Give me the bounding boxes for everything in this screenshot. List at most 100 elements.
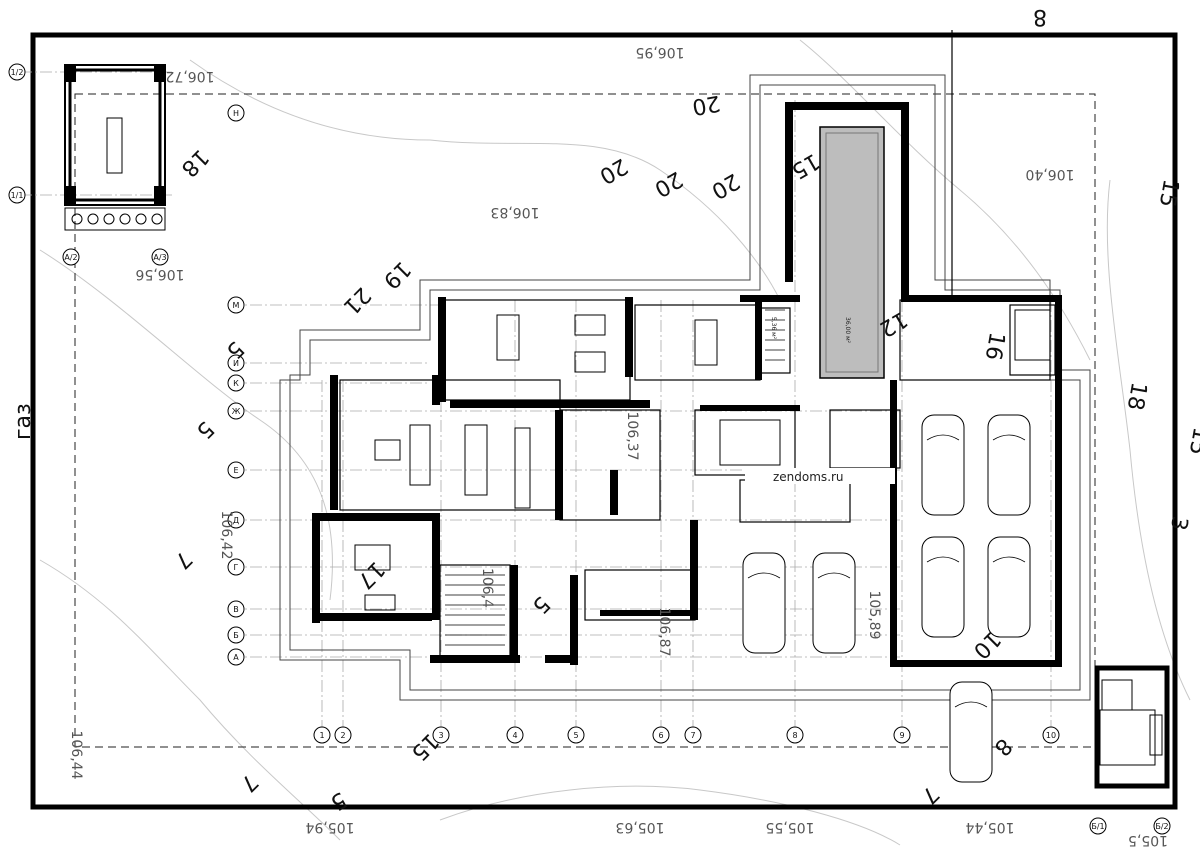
elevation-label: 106,40: [1026, 166, 1075, 182]
watermark: zendoms.ru: [773, 470, 844, 484]
svg-text:А/3: А/3: [153, 253, 166, 262]
house-offset-outline: [279, 74, 1091, 701]
elevation-label: 106,44: [68, 731, 84, 780]
axis-marker-col: 5: [567, 726, 585, 744]
room-area-label: 5,36 м²: [770, 317, 777, 340]
axis-marker-row: Б: [227, 626, 245, 644]
svg-text:Е: Е: [233, 466, 238, 475]
svg-text:И: И: [233, 359, 239, 368]
elevation-label: 106,83: [491, 204, 540, 220]
svg-text:4: 4: [512, 731, 517, 740]
svg-text:Б: Б: [233, 631, 239, 640]
elevation-label: 105,55: [766, 819, 815, 835]
svg-text:9: 9: [899, 731, 904, 740]
svg-text:А: А: [233, 653, 239, 662]
elevation-label: 106,37: [624, 412, 640, 461]
svg-text:Б/2: Б/2: [1155, 822, 1168, 831]
elevation-label: 106,56: [135, 266, 184, 282]
axis-marker-row: 1/2: [8, 63, 26, 81]
dimension-number: 20: [595, 153, 632, 189]
dimension-number: 3: [1165, 514, 1192, 532]
elevation-label: 105,5: [1128, 832, 1168, 848]
dimension-number: 20: [650, 166, 687, 202]
guest-house: [1094, 665, 1170, 789]
axis-marker-col: 3: [432, 726, 450, 744]
gazebo: [64, 64, 166, 231]
axis-marker-row: Д: [227, 511, 245, 529]
dimension-number: 16: [980, 330, 1009, 362]
svg-text:Г: Г: [234, 563, 239, 572]
elevation-label: 106,42: [218, 511, 234, 560]
dimension-number: 5: [326, 786, 351, 815]
axis-marker-col: 7: [684, 726, 702, 744]
dimension-number: 5: [221, 336, 249, 364]
axis-marker-col: Б/2: [1153, 817, 1171, 835]
dimension-number: 18: [1122, 380, 1151, 412]
svg-text:1: 1: [319, 731, 324, 740]
axis-marker-col: 2: [334, 726, 352, 744]
axis-marker-row: А/2: [62, 248, 80, 266]
contour-lines: [39, 39, 1191, 846]
elevation-label: 105,63: [616, 819, 665, 835]
axis-marker-row: А/3: [151, 248, 169, 266]
dimension-number: 15: [1154, 177, 1183, 209]
svg-text:2: 2: [340, 731, 345, 740]
dimension-number: 8: [989, 733, 1017, 761]
axis-marker-col: Б/1: [1089, 817, 1107, 835]
car-windshields: [747, 434, 1026, 708]
svg-text:Д: Д: [233, 516, 239, 525]
svg-text:В: В: [233, 605, 239, 614]
dimension-number: 7: [235, 769, 263, 797]
plot-boundary: [30, 32, 1178, 810]
axis-marker-row: А: [227, 648, 245, 666]
dimension-number: 7: [169, 546, 197, 574]
axis-marker-row: И: [227, 354, 245, 372]
svg-text:К: К: [233, 379, 239, 388]
pool-area-label: 36,00 м²: [844, 317, 851, 344]
svg-text:7: 7: [690, 731, 695, 740]
dimension-number: 20: [690, 90, 722, 119]
dimension-number: 7: [916, 781, 944, 809]
axis-marker-col: 8: [786, 726, 804, 744]
axis-marker-col: 1: [313, 726, 331, 744]
svg-text:А/2: А/2: [64, 253, 77, 262]
elevation-label: 106,4: [479, 568, 495, 608]
svg-text:Б/1: Б/1: [1091, 822, 1104, 831]
gas-label: газ: [11, 403, 36, 440]
elevation-label: 106,95: [636, 44, 685, 60]
dimension-number: 15: [1184, 425, 1200, 457]
dimension-number: 21: [338, 282, 375, 319]
dimension-number: 5: [191, 416, 219, 444]
gazebo-bench: [71, 213, 163, 225]
elevation-labels: 106,95106,72106,83106,40106,56106,42106,…: [68, 44, 1168, 848]
elevation-label: 105,94: [305, 819, 354, 835]
dimension-number: 20: [707, 168, 744, 204]
pool: 36,00 м²: [819, 126, 885, 379]
axis-marker-row: Н: [227, 104, 245, 122]
axis-marker-col: 10: [1042, 726, 1060, 744]
axis-marker-col: 4: [506, 726, 524, 744]
svg-text:6: 6: [658, 731, 663, 740]
furniture: [354, 309, 1163, 766]
svg-text:1/2: 1/2: [11, 68, 24, 77]
axis-marker-row: В: [227, 600, 245, 618]
elevation-label: 106,87: [656, 608, 672, 657]
axis-marker-row: 1/1: [8, 186, 26, 204]
axis-marker-col: 6: [652, 726, 670, 744]
thick-walls: [312, 102, 1062, 667]
svg-text:Ж: Ж: [232, 407, 241, 416]
dimension-number: 17: [352, 556, 389, 593]
svg-text:5: 5: [573, 731, 578, 740]
axis-marker-row: К: [227, 374, 245, 392]
elevation-label: 105,44: [965, 819, 1014, 835]
axis-marker-col: 9: [893, 726, 911, 744]
cars: [742, 414, 1031, 783]
svg-text:3: 3: [438, 731, 443, 740]
dimension-number: 8: [1033, 4, 1047, 29]
svg-text:Н: Н: [233, 109, 239, 118]
svg-text:10: 10: [1046, 731, 1056, 740]
axis-marker-row: Г: [227, 558, 245, 576]
